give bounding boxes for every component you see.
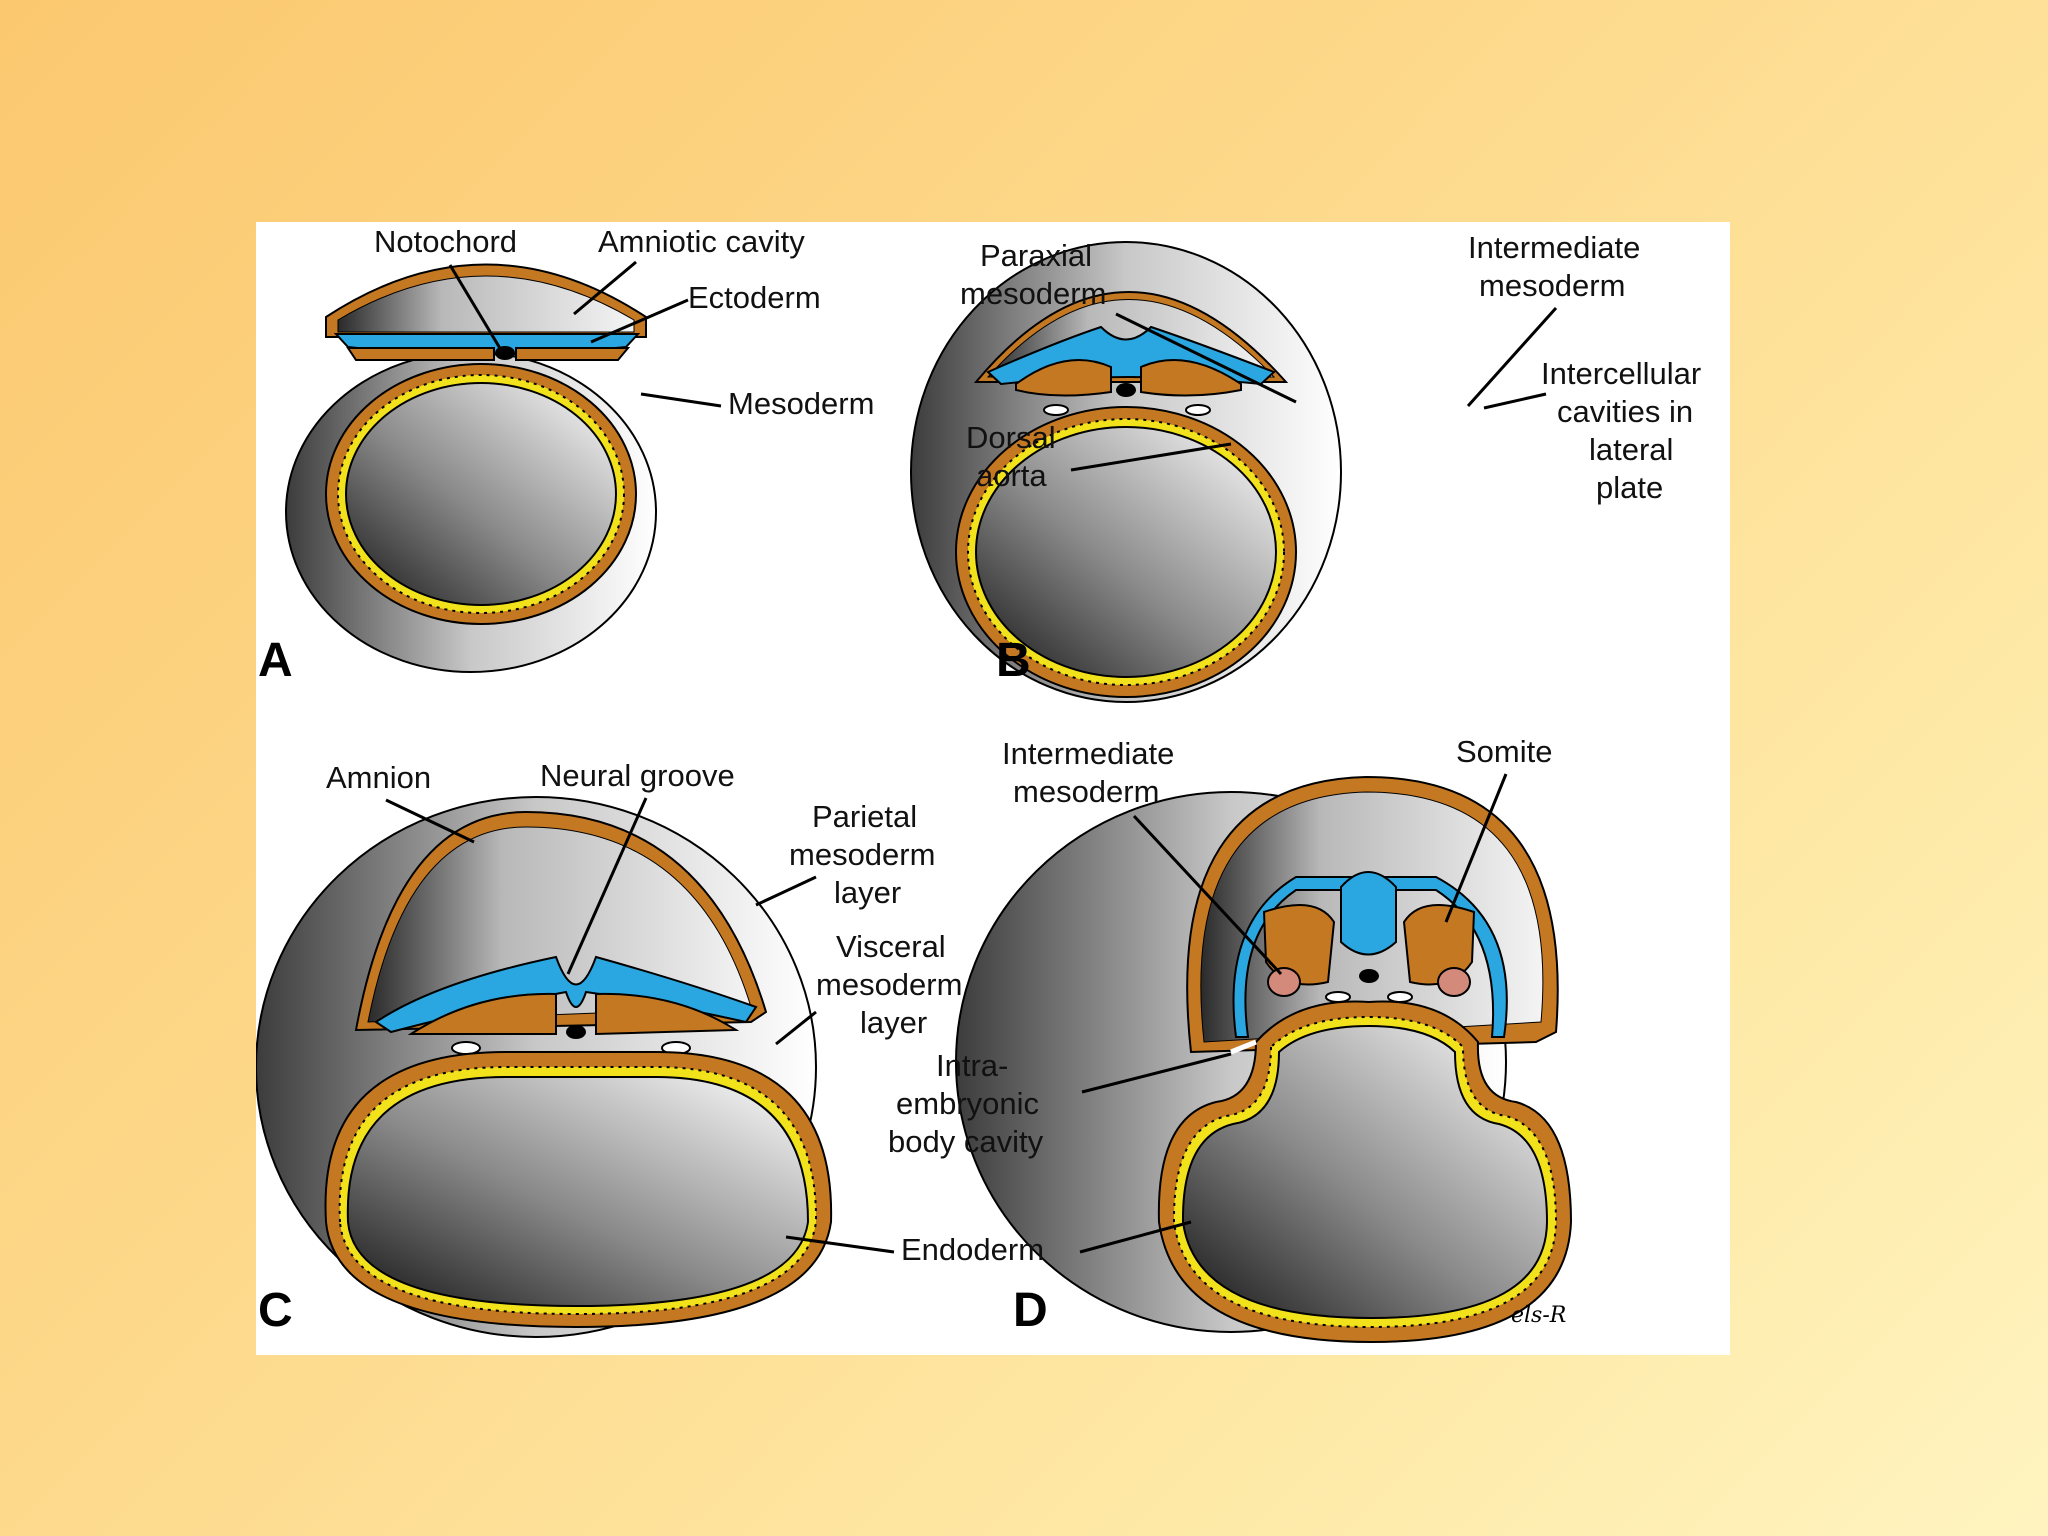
dorsal-aorta-b-left <box>1043 404 1069 416</box>
somite-d-right <box>1402 903 1476 986</box>
label-parietal-line3: layer <box>834 875 901 910</box>
yolk-sac-d <box>1181 1024 1549 1320</box>
label-intra-line3: body cavity <box>888 1124 1044 1159</box>
label-paraxial-line2: mesoderm <box>960 276 1106 311</box>
dorsal-aorta-d-left <box>1325 991 1351 1003</box>
label-intercellular-line3: lateral <box>1589 432 1673 467</box>
leader-endoderm-d <box>1079 1220 1192 1254</box>
label-paraxial-line1: Paraxial <box>980 238 1092 273</box>
label-amniotic-cavity: Amniotic cavity <box>598 224 805 259</box>
body-cavity-slit-d <box>1230 1039 1257 1055</box>
paraxial-mesoderm-b-right <box>1140 358 1242 397</box>
intermediate-mesoderm-d-right <box>1437 967 1471 997</box>
label-parietal-line1: Parietal <box>812 799 917 834</box>
label-intermediate-b-line2: mesoderm <box>1479 268 1625 303</box>
dorsal-aorta-d-right <box>1387 991 1413 1003</box>
notochord-c <box>566 1025 586 1039</box>
leader-ectoderm-a <box>590 298 689 344</box>
neural-tube-d <box>1340 871 1397 956</box>
leader-amniotic-cavity <box>573 260 637 316</box>
leader-somite <box>1444 773 1508 923</box>
label-intra-line1: Intra- <box>936 1048 1008 1083</box>
yolk-sac-a <box>345 382 617 606</box>
mesoderm-a-right <box>515 347 631 361</box>
panel-letter-b: B <box>996 634 1031 687</box>
leader-paraxial <box>1115 312 1297 404</box>
artist-signature: els-R <box>1511 1303 1566 1328</box>
leader-parietal <box>755 875 817 907</box>
label-intermediate-b-line1: Intermediate <box>1468 230 1640 265</box>
leader-visceral <box>775 1010 817 1046</box>
label-intercellular-cavities: Intercellular cavities in lateral plate <box>1541 356 1710 505</box>
label-neural-groove: Neural groove <box>540 758 735 793</box>
label-intra-line2: embryonic <box>896 1086 1039 1121</box>
leader-intermediate-d <box>1132 814 1283 976</box>
label-dorsal-line2: aorta <box>976 458 1047 493</box>
panel-d: Intermediate mesoderm Somite Intra- embr… <box>888 734 1573 1344</box>
label-dorsal-line1: Dorsal <box>966 420 1056 455</box>
label-ectoderm-a: Ectoderm <box>688 280 821 315</box>
label-intercellular-line4: plate <box>1596 470 1663 505</box>
leader-dorsal-aorta <box>1070 442 1232 472</box>
leader-endoderm-c <box>785 1235 895 1254</box>
leader-intermediate-b <box>1466 306 1558 408</box>
dorsal-aorta-b-right <box>1185 404 1211 416</box>
leader-amnion <box>385 798 475 844</box>
mesoderm-c-right <box>595 992 740 1036</box>
leader-mesoderm-a <box>640 392 722 408</box>
label-visceral-mesoderm: Visceral mesoderm layer <box>816 929 971 1040</box>
panel-letter-a: A <box>258 634 293 687</box>
label-intraembryonic-cavity: Intra- embryonic body cavity <box>888 1048 1048 1159</box>
label-mesoderm-a: Mesoderm <box>728 386 874 421</box>
yolk-sac-b <box>975 426 1277 678</box>
label-somite: Somite <box>1456 734 1552 769</box>
label-intermediate-mesoderm-b: Intermediate mesoderm <box>1468 230 1649 303</box>
embryo-diagram-svg: Notochord Amniotic cavity Ectoderm Mesod… <box>256 224 1710 1344</box>
panel-a: Notochord Amniotic cavity Ectoderm Mesod… <box>258 224 874 687</box>
yolk-sac-c <box>346 1076 810 1308</box>
label-intermediate-d-line2: mesoderm <box>1013 774 1159 809</box>
paraxial-mesoderm-b-left <box>1015 358 1112 397</box>
label-intermediate-mesoderm-d: Intermediate mesoderm <box>1002 736 1183 809</box>
panel-c: Amnion Neural groove Parietal mesoderm l… <box>256 758 971 1338</box>
leader-intercellular <box>1483 392 1547 410</box>
leader-notochord <box>448 264 503 351</box>
notochord-a <box>495 346 515 360</box>
leader-intraembryonic <box>1081 1052 1232 1094</box>
label-visceral-line2: mesoderm <box>816 967 962 1002</box>
notochord-d <box>1359 969 1379 983</box>
label-parietal-line2: mesoderm <box>789 837 935 872</box>
label-notochord: Notochord <box>374 224 517 259</box>
label-parietal-mesoderm: Parietal mesoderm layer <box>789 799 944 910</box>
label-intercellular-line2: cavities in <box>1557 394 1693 429</box>
amniotic-cavity-shape-a <box>337 275 635 333</box>
label-endoderm: Endoderm <box>901 1232 1044 1267</box>
label-visceral-line1: Visceral <box>836 929 946 964</box>
embryo-diagram-figure: Notochord Amniotic cavity Ectoderm Mesod… <box>256 222 1730 1355</box>
label-visceral-line3: layer <box>860 1005 927 1040</box>
label-dorsal-aorta: Dorsal aorta <box>966 420 1064 493</box>
panel-letter-c: C <box>258 1284 293 1337</box>
notochord-b <box>1116 383 1136 397</box>
panel-letter-d: D <box>1013 1284 1048 1337</box>
leader-neural-groove <box>566 797 648 975</box>
mesoderm-c-left <box>407 992 557 1035</box>
mesoderm-a-left <box>346 347 495 361</box>
intermediate-mesoderm-d-left <box>1267 967 1301 997</box>
label-amnion: Amnion <box>326 760 431 795</box>
label-paraxial-mesoderm: Paraxial mesoderm <box>960 238 1106 311</box>
label-intercellular-line1: Intercellular <box>1541 356 1701 391</box>
label-intermediate-d-line1: Intermediate <box>1002 736 1174 771</box>
panel-b: Paraxial mesoderm Intermediate mesoderm … <box>910 230 1710 703</box>
